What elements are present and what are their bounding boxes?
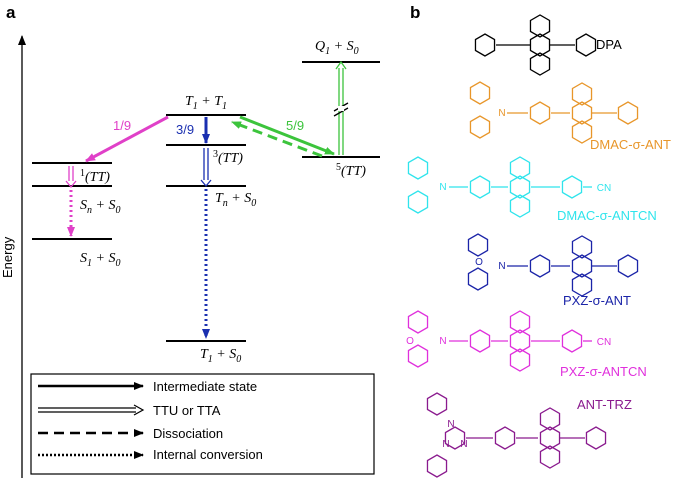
trz-phenyl-bottom — [426, 454, 448, 478]
label-q1-s0: Q1 + S0 — [315, 39, 359, 57]
label-sn-s0: Sn + S0 — [80, 198, 120, 216]
dpa-anthracene-ring-mid — [529, 33, 551, 57]
legend-box — [30, 373, 375, 475]
label-s1-s0: S1 + S0 — [80, 251, 120, 269]
dmac-cn-ring-a — [407, 156, 429, 180]
trz-phenyl-top — [426, 392, 448, 416]
dpa-phenyl-right — [575, 33, 597, 57]
singlet-arrow — [85, 115, 169, 163]
trz-anthracene-ring-bot — [539, 445, 561, 469]
dmac-antcn-anthracene-ring-bot — [509, 194, 531, 218]
triplet-path: 3/9 — [176, 117, 212, 339]
dmac-antcn-anthracene-ring-top — [509, 156, 531, 180]
label-tt1: 1(TT) — [80, 168, 110, 185]
legend-item-dotted: Internal conversion — [153, 447, 263, 462]
dmac-ant-n-atom: N — [498, 108, 505, 119]
pxz-antcn-anthracene-ring-bot — [509, 348, 531, 372]
trz-n-atom-3: N — [460, 439, 467, 450]
label-tt3: 3(TT) — [213, 149, 243, 166]
molecule-labels: DPA DMAC-σ-ANT DMAC-σ-ANTCN PXZ-σ-ANT PX… — [557, 37, 671, 412]
dmac-ant-phenyl — [529, 101, 551, 125]
dpa-phenyl-left — [474, 33, 496, 57]
trz-anthracene-ring-top — [539, 407, 561, 431]
dpa-anthracene-ring-top — [529, 14, 551, 38]
dmac-ring-a — [469, 81, 491, 105]
label-ant-trz: ANT-TRZ — [577, 397, 632, 412]
trz-n-atom-1: N — [447, 419, 454, 430]
legend: Intermediate state TTU or TTA Dissociati… — [30, 373, 375, 475]
pxz-antcn-o-atom: O — [406, 336, 414, 347]
label-dpa: DPA — [596, 37, 622, 52]
label-tt5: 5(TT) — [336, 162, 366, 179]
pxz-cn-ring-a — [407, 310, 429, 334]
trz-phenyl-link — [494, 426, 516, 450]
panel-b-label: b — [410, 3, 420, 22]
label-pxz-ant: PXZ-σ-ANT — [563, 293, 631, 308]
dmac-antcn-anthracene-ring-mid — [509, 175, 531, 199]
label-dmac-ant: DMAC-σ-ANT — [590, 137, 671, 152]
trz-phenyl-end — [585, 426, 607, 450]
legend-item-dashed: Dissociation — [153, 426, 223, 441]
dpa-anthracene-ring-bot — [529, 52, 551, 76]
pxz-antcn-cn-group: CN — [597, 337, 611, 348]
dmac-ant-anthracene-ring-bot — [571, 120, 593, 144]
trz-anthracene-ring-mid — [539, 426, 561, 450]
label-dmac-antcn: DMAC-σ-ANTCN — [557, 208, 657, 223]
quintet-fraction: 5/9 — [286, 118, 304, 133]
pxz-ant-anthracene-ring-top — [571, 235, 593, 259]
pxz-ring-b — [467, 267, 489, 291]
energy-axis-label: Energy — [0, 236, 15, 278]
pxz-antcn-n-atom: N — [439, 336, 446, 347]
dmac-ring-b — [469, 115, 491, 139]
label-pxz-antcn: PXZ-σ-ANTCN — [560, 364, 647, 379]
triplet-fraction: 3/9 — [176, 122, 194, 137]
pxz-antcn-phenyl-cn — [561, 329, 583, 353]
dmac-cn-ring-b — [407, 190, 429, 214]
pxz-ant-anthracene-ring-bot — [571, 273, 593, 297]
pxz-antcn-phenyl — [469, 329, 491, 353]
label-tn-s0: Tn + S0 — [215, 191, 256, 209]
dmac-ant-anthracene-ring-top — [571, 82, 593, 106]
quintet-arrow — [239, 115, 335, 156]
pxz-cn-ring-b — [407, 344, 429, 368]
pxz-ant-o-atom: O — [475, 257, 483, 268]
pxz-antcn-anthracene-ring-top — [509, 310, 531, 334]
singlet-path: 1/9 — [65, 115, 169, 237]
label-t1-t1: T1 + T1 — [185, 94, 227, 112]
pxz-ring-a — [467, 233, 489, 257]
pxz-antcn-anthracene-ring-mid — [509, 329, 531, 353]
pxz-ant-phenyl — [529, 254, 551, 278]
label-t1-s0: T1 + S0 — [200, 347, 241, 365]
quintet-dissociation-arrow — [231, 120, 323, 158]
dmac-antcn-cn-group: CN — [597, 183, 611, 194]
pxz-ant-n-atom: N — [498, 261, 505, 272]
dmac-antcn-n-atom: N — [439, 182, 446, 193]
dmac-ant-phenyl-end — [617, 101, 639, 125]
singlet-fraction: 1/9 — [113, 118, 131, 133]
trz-triazine — [444, 426, 466, 450]
panel-a-label: a — [6, 3, 16, 22]
dmac-antcn-phenyl-cn — [561, 175, 583, 199]
trz-n-atom-2: N — [442, 439, 449, 450]
pxz-ant-anthracene-ring-mid — [571, 254, 593, 278]
legend-item-double: TTU or TTA — [153, 403, 221, 418]
quintet-path: 5/9 — [231, 60, 349, 158]
legend-double-line — [133, 404, 145, 416]
legend-item-solid: Intermediate state — [153, 379, 257, 394]
dmac-ant-anthracene-ring-mid — [571, 101, 593, 125]
dmac-antcn-phenyl — [469, 175, 491, 199]
pxz-ant-phenyl-end — [617, 254, 639, 278]
